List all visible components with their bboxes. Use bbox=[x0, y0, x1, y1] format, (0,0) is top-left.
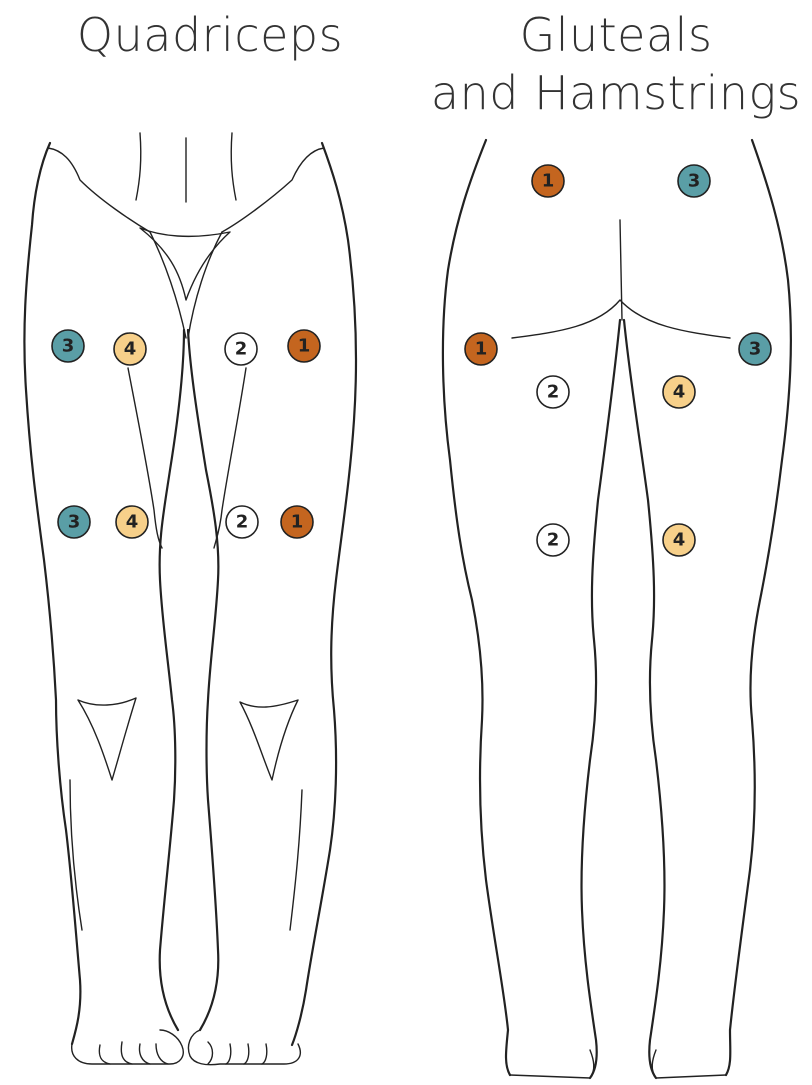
front-right-shin-line bbox=[70, 780, 82, 930]
front-left-leg-inner-contour bbox=[188, 330, 218, 1030]
marker-label: 2 bbox=[236, 512, 249, 533]
marker-label: 4 bbox=[673, 530, 686, 551]
marker-label: 2 bbox=[547, 382, 560, 403]
front-left-foot bbox=[188, 1030, 300, 1065]
front-abdomen-line-3 bbox=[231, 133, 236, 200]
back-left-foot bbox=[510, 1050, 594, 1078]
back-gluteal-crease bbox=[512, 300, 730, 338]
front-left-leg-outer-contour bbox=[292, 143, 356, 1045]
front-right-foot bbox=[72, 1030, 184, 1064]
marker-label: 3 bbox=[749, 339, 762, 360]
marker-label: 1 bbox=[475, 339, 488, 360]
front-abdomen-line-1 bbox=[136, 133, 141, 200]
back-right-foot bbox=[652, 1050, 726, 1078]
injection-site-markers: 3 4 2 1 3 4 2 1 1 3 1 3 2 4 2 4 bbox=[52, 165, 771, 556]
marker-label: 4 bbox=[126, 512, 139, 533]
marker-label: 2 bbox=[547, 530, 560, 551]
back-left-leg-inner-contour bbox=[581, 320, 620, 1078]
back-right-leg-inner-contour bbox=[624, 320, 665, 1078]
front-right-hip-curve bbox=[48, 148, 150, 232]
front-legs-illustration bbox=[24, 133, 356, 1065]
front-left-toes bbox=[208, 1042, 267, 1064]
marker-label: 1 bbox=[298, 336, 311, 357]
marker-label: 3 bbox=[688, 171, 701, 192]
front-left-hip-curve bbox=[222, 148, 324, 232]
marker-label: 1 bbox=[291, 512, 304, 533]
front-right-toes bbox=[99, 1042, 168, 1064]
front-right-leg-inner-contour bbox=[160, 330, 184, 1030]
marker-label: 3 bbox=[62, 336, 75, 357]
front-right-leg-outer-contour bbox=[24, 143, 80, 1044]
front-left-shin-line bbox=[290, 790, 302, 930]
marker-label: 3 bbox=[68, 512, 81, 533]
front-left-kneecap bbox=[240, 700, 298, 780]
back-legs-illustration bbox=[443, 140, 791, 1078]
marker-label: 4 bbox=[124, 339, 137, 360]
back-spine-line bbox=[620, 220, 622, 320]
marker-label: 2 bbox=[235, 339, 248, 360]
marker-label: 4 bbox=[673, 382, 686, 403]
front-right-kneecap bbox=[78, 698, 136, 780]
back-left-leg-outer-contour bbox=[443, 140, 510, 1075]
back-right-leg-outer-contour bbox=[726, 140, 791, 1075]
marker-label: 1 bbox=[542, 171, 555, 192]
